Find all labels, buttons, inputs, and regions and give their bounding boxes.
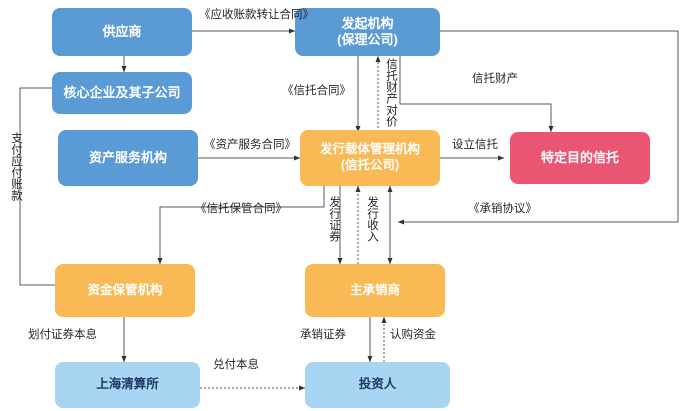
- node-special-purpose-trust-label: 特定目的信托: [540, 149, 619, 165]
- edge-label-subscription-funds: 认购资金: [390, 329, 436, 341]
- edge-label-issue-proceeds: 发行收入: [366, 196, 378, 242]
- node-lead-underwriter[interactable]: 主承销商: [305, 264, 445, 317]
- edge-spvmgr-custodian: [157, 186, 325, 265]
- node-spv-manager[interactable]: 发行载体管理机构 (信托公司): [300, 130, 440, 186]
- edge-originator-spt: [399, 56, 554, 133]
- edge-label-receivables-transfer: 《应收账款转让合同》: [199, 9, 314, 21]
- node-originator[interactable]: 发起机构 (保理公司): [295, 8, 440, 56]
- node-core-enterprise[interactable]: 核心企业及其子公司: [52, 72, 192, 114]
- edge-label-trust-property: 信托财产: [472, 73, 518, 85]
- edge-label-trust-property-consideration: 信托财产对价: [385, 58, 397, 127]
- node-asset-service-label: 资产服务机构: [88, 149, 167, 165]
- edge-label-transfer-principal-interest: 划付证券本息: [28, 329, 97, 341]
- node-lead-underwriter-label: 主承销商: [349, 282, 400, 297]
- edge-core-custodian: [19, 87, 65, 288]
- node-special-purpose-trust[interactable]: 特定目的信托: [510, 132, 650, 184]
- node-spv-manager-label-2: (信托公司): [340, 158, 400, 172]
- node-fund-custodian[interactable]: 资金保管机构: [55, 264, 195, 317]
- node-originator-label-1: 发起机构: [341, 15, 394, 31]
- node-shanghai-clearing-house[interactable]: 上海清算所: [55, 362, 200, 408]
- edge-label-trust-custody-contract: 《信托保管合同》: [195, 203, 287, 215]
- edge-label-establish-trust: 设立信托: [452, 139, 498, 151]
- node-shanghai-clearing-house-label: 上海清算所: [96, 377, 159, 392]
- node-core-enterprise-label: 核心企业及其子公司: [63, 84, 181, 100]
- node-originator-label-2: (保理公司): [337, 32, 398, 47]
- edge-label-pay-payables: 支付应付账款: [10, 132, 22, 201]
- edge-label-underwrite-securities: 承销证券: [300, 329, 346, 341]
- node-supplier-label: 供应商: [102, 23, 142, 39]
- node-spv-manager-label-1: 发行载体管理机构: [319, 142, 420, 157]
- edge-label-asset-service-contract: 《资产服务合同》: [204, 139, 296, 151]
- node-supplier[interactable]: 供应商: [52, 8, 192, 56]
- edge-label-underwriting-agreement: 《承销协议》: [468, 203, 537, 215]
- node-investor-label: 投资人: [358, 377, 397, 392]
- node-investor[interactable]: 投资人: [305, 362, 450, 408]
- node-fund-custodian-label: 资金保管机构: [87, 282, 163, 297]
- edge-label-trust-contract: 《信托合同》: [282, 85, 351, 97]
- edge-label-issue-securities: 发行证券: [328, 196, 340, 242]
- node-asset-service[interactable]: 资产服务机构: [58, 130, 198, 186]
- edge-underwriting-agreement: [397, 30, 679, 225]
- edge-label-redeem-principal-interest: 兑付本息: [213, 359, 259, 371]
